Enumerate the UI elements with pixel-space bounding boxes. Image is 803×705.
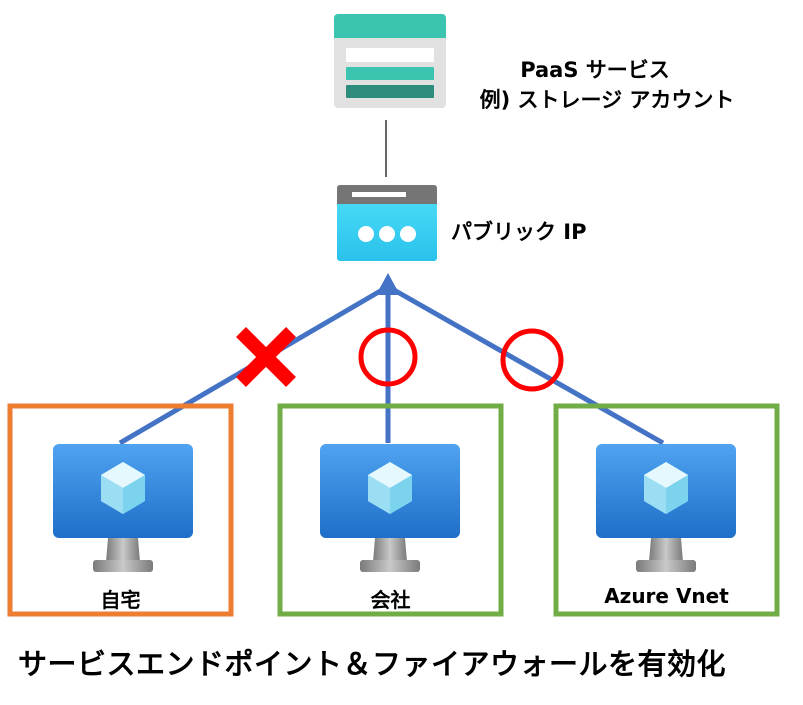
arrow-vnet: [392, 287, 665, 446]
client-box-office: [277, 403, 504, 617]
virtual-machine-icon: [320, 444, 460, 572]
virtual-machine-icon: [53, 444, 193, 572]
arrowheads: [376, 273, 400, 295]
allowed-circle-icon: [500, 328, 564, 392]
arrows: [118, 287, 665, 446]
virtual-machine-icon: [596, 444, 736, 572]
paas-label-line1: PaaS サービス: [520, 58, 670, 82]
allowed-circle-icon: [358, 327, 418, 387]
client-label-home: 自宅: [100, 588, 141, 612]
client-box-home: [7, 403, 234, 617]
denied-x-icon: [236, 327, 296, 387]
paas-label-line2: 例) ストレージ アカウント: [479, 88, 735, 112]
public-ip-label: パブリック IP: [451, 220, 587, 244]
arrowhead-icon: [376, 273, 400, 295]
storage-account-icon: [334, 14, 446, 108]
client-label-vnet: Azure Vnet: [604, 584, 729, 608]
client-box-vnet: [553, 403, 780, 617]
client-label-office: 会社: [370, 588, 411, 612]
public-ip-icon: [337, 185, 437, 261]
diagram-caption: サービスエンドポイント＆ファイアウォールを有効化: [18, 647, 727, 681]
